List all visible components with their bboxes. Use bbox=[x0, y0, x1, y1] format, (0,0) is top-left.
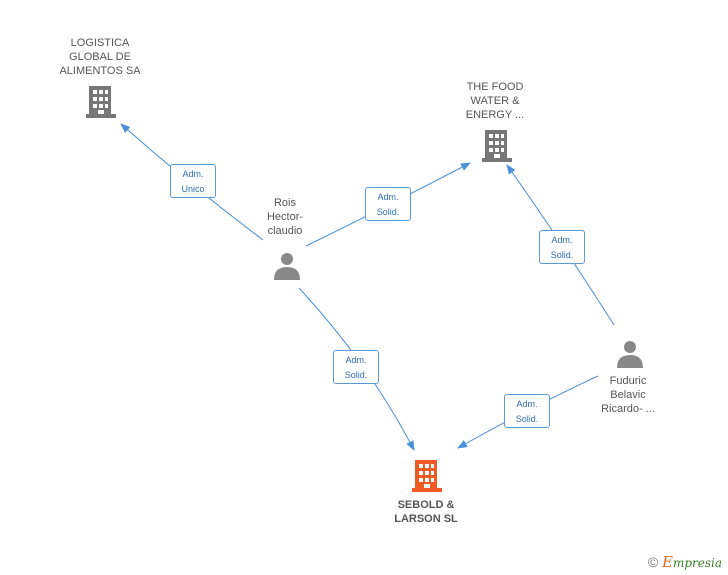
edge-label-line: Adm. bbox=[551, 235, 573, 245]
label-line: LOGISTICA bbox=[70, 37, 130, 49]
node-label-logistica[interactable]: LOGISTICA GLOBAL DE ALIMENTOS SA bbox=[48, 36, 152, 78]
brand-name: mpresia bbox=[672, 556, 722, 570]
edge-label-fuduric-thefood[interactable]: Adm. Solid. bbox=[539, 230, 585, 264]
edge-label-line: Solid. bbox=[550, 250, 574, 260]
label-line: THE FOOD bbox=[466, 81, 524, 93]
person-icon[interactable] bbox=[274, 253, 300, 280]
label-line: claudio bbox=[267, 225, 303, 237]
label-line: ALIMENTOS SA bbox=[59, 65, 141, 77]
label-line: GLOBAL DE bbox=[69, 51, 131, 63]
edge-label-line: Adm. bbox=[516, 399, 538, 409]
edge-label-rois-thefood[interactable]: Adm. Solid. bbox=[365, 187, 411, 221]
edge-label-line: Adm. bbox=[345, 355, 367, 365]
company-building-icon[interactable] bbox=[482, 130, 512, 162]
label-line: WATER & bbox=[470, 95, 520, 107]
edge-label-line: Solid. bbox=[515, 414, 539, 424]
label-line: SEBOLD & bbox=[397, 499, 455, 511]
edge-label-rois-logistica[interactable]: Adm. Unico bbox=[170, 164, 216, 198]
focus-company-building-icon[interactable] bbox=[412, 460, 442, 492]
edge-label-line: Solid. bbox=[376, 207, 400, 217]
brand-initial: E bbox=[661, 553, 673, 571]
label-line: Rois bbox=[273, 197, 296, 209]
empresia-logo: © Empresia bbox=[648, 553, 722, 571]
edge-label-line: Adm. bbox=[377, 192, 399, 202]
edge-label-line: Unico bbox=[181, 184, 205, 194]
node-label-rois[interactable]: Rois Hector- claudio bbox=[250, 196, 320, 238]
label-line: Hector- bbox=[266, 211, 304, 223]
edge-label-line: Solid. bbox=[344, 370, 368, 380]
label-line: Belavic bbox=[610, 389, 646, 401]
label-line: Ricardo- ... bbox=[601, 403, 655, 415]
node-label-fuduric[interactable]: Fuduric Belavic Ricardo- ... bbox=[590, 374, 666, 416]
node-label-sebold[interactable]: SEBOLD & LARSON SL bbox=[380, 498, 472, 526]
label-line: ENERGY ... bbox=[465, 109, 525, 121]
edge-label-line: Adm. bbox=[182, 169, 204, 179]
copyright-icon: © bbox=[647, 554, 659, 570]
edge-label-rois-sebold[interactable]: Adm. Solid. bbox=[333, 350, 379, 384]
label-line: LARSON SL bbox=[394, 513, 458, 525]
node-label-thefood[interactable]: THE FOOD WATER & ENERGY ... bbox=[452, 80, 538, 122]
edge-label-fuduric-sebold[interactable]: Adm. Solid. bbox=[504, 394, 550, 428]
person-icon[interactable] bbox=[617, 341, 643, 368]
label-line: Fuduric bbox=[609, 375, 647, 387]
company-building-icon[interactable] bbox=[86, 86, 116, 118]
